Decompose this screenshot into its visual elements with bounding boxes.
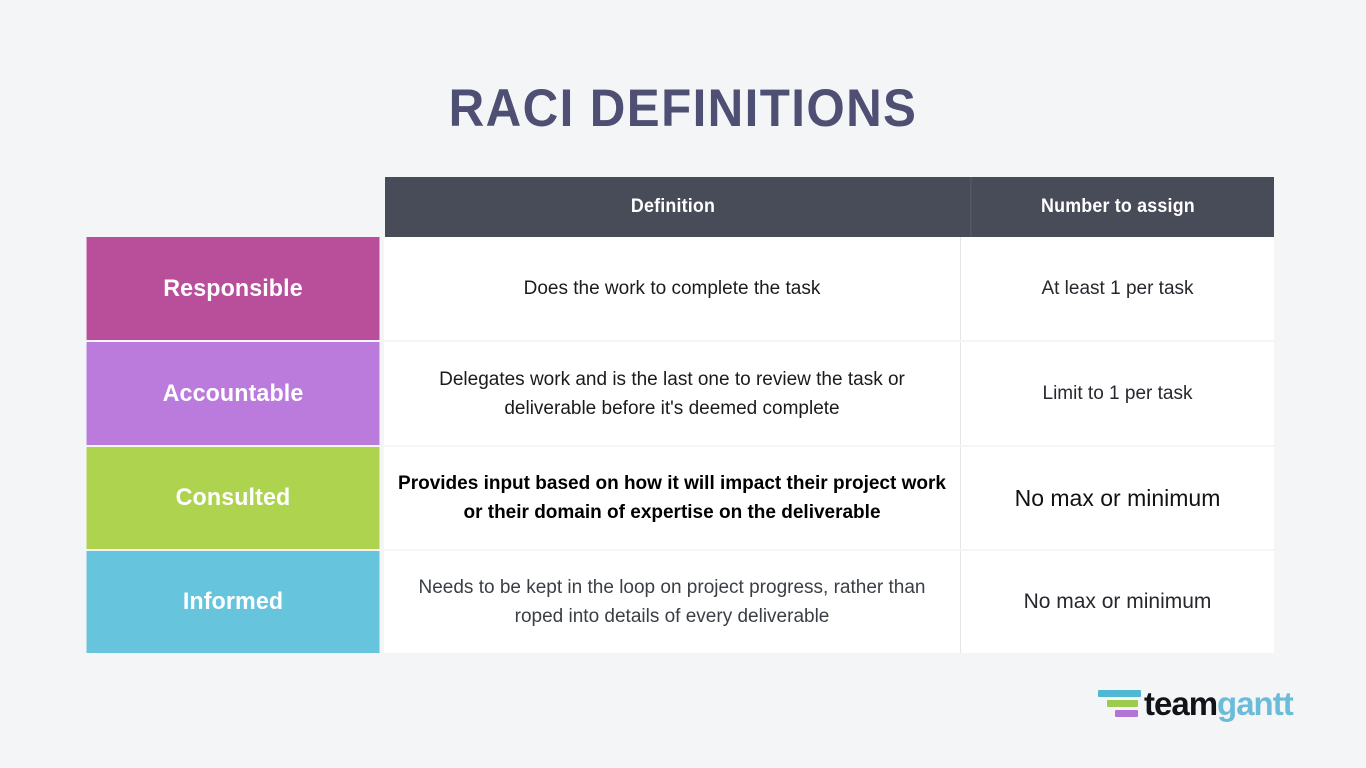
cell-definition-informed: Needs to be kept in the loop on project … bbox=[384, 551, 961, 653]
gantt-bars-icon bbox=[1098, 687, 1141, 719]
row-label-consulted: Consulted bbox=[86, 447, 380, 549]
cell-definition-responsible: Does the work to complete the task bbox=[384, 237, 961, 340]
table-row-consulted: Consulted Provides input based on how it… bbox=[82, 445, 1274, 549]
table-header-row: Definition Number to assign bbox=[385, 177, 1274, 237]
cell-definition-accountable: Delegates work and is the last one to re… bbox=[384, 342, 961, 445]
teamgantt-logo: team gantt bbox=[1098, 684, 1294, 722]
page-title: RACI DEFINITIONS bbox=[448, 79, 918, 138]
table-body: Responsible Does the work to complete th… bbox=[82, 237, 1274, 655]
cell-number-informed: No max or minimum bbox=[961, 551, 1274, 653]
column-header-number-to-assign: Number to assign bbox=[970, 177, 1264, 237]
raci-definitions-table: Definition Number to assign Responsible … bbox=[82, 177, 1274, 655]
cell-number-accountable: Limit to 1 per task bbox=[961, 342, 1274, 445]
cell-definition-consulted: Provides input based on how it will impa… bbox=[384, 447, 961, 549]
column-header-definition: Definition bbox=[630, 196, 716, 217]
row-label-accountable: Accountable bbox=[86, 342, 380, 445]
gantt-bar-3 bbox=[1115, 709, 1138, 717]
gantt-bar-2 bbox=[1107, 699, 1138, 707]
logo-text-gantt: gantt bbox=[1217, 684, 1294, 722]
row-label-informed: Informed bbox=[86, 551, 380, 653]
gantt-bar-1 bbox=[1098, 689, 1141, 697]
cell-number-consulted: No max or minimum bbox=[961, 447, 1274, 549]
table-row-responsible: Responsible Does the work to complete th… bbox=[82, 237, 1274, 340]
table-row-informed: Informed Needs to be kept in the loop on… bbox=[82, 549, 1274, 653]
logo-text-team: team bbox=[1144, 684, 1218, 722]
cell-number-responsible: At least 1 per task bbox=[961, 237, 1274, 340]
row-label-responsible: Responsible bbox=[86, 237, 380, 340]
table-row-accountable: Accountable Delegates work and is the la… bbox=[82, 340, 1274, 445]
